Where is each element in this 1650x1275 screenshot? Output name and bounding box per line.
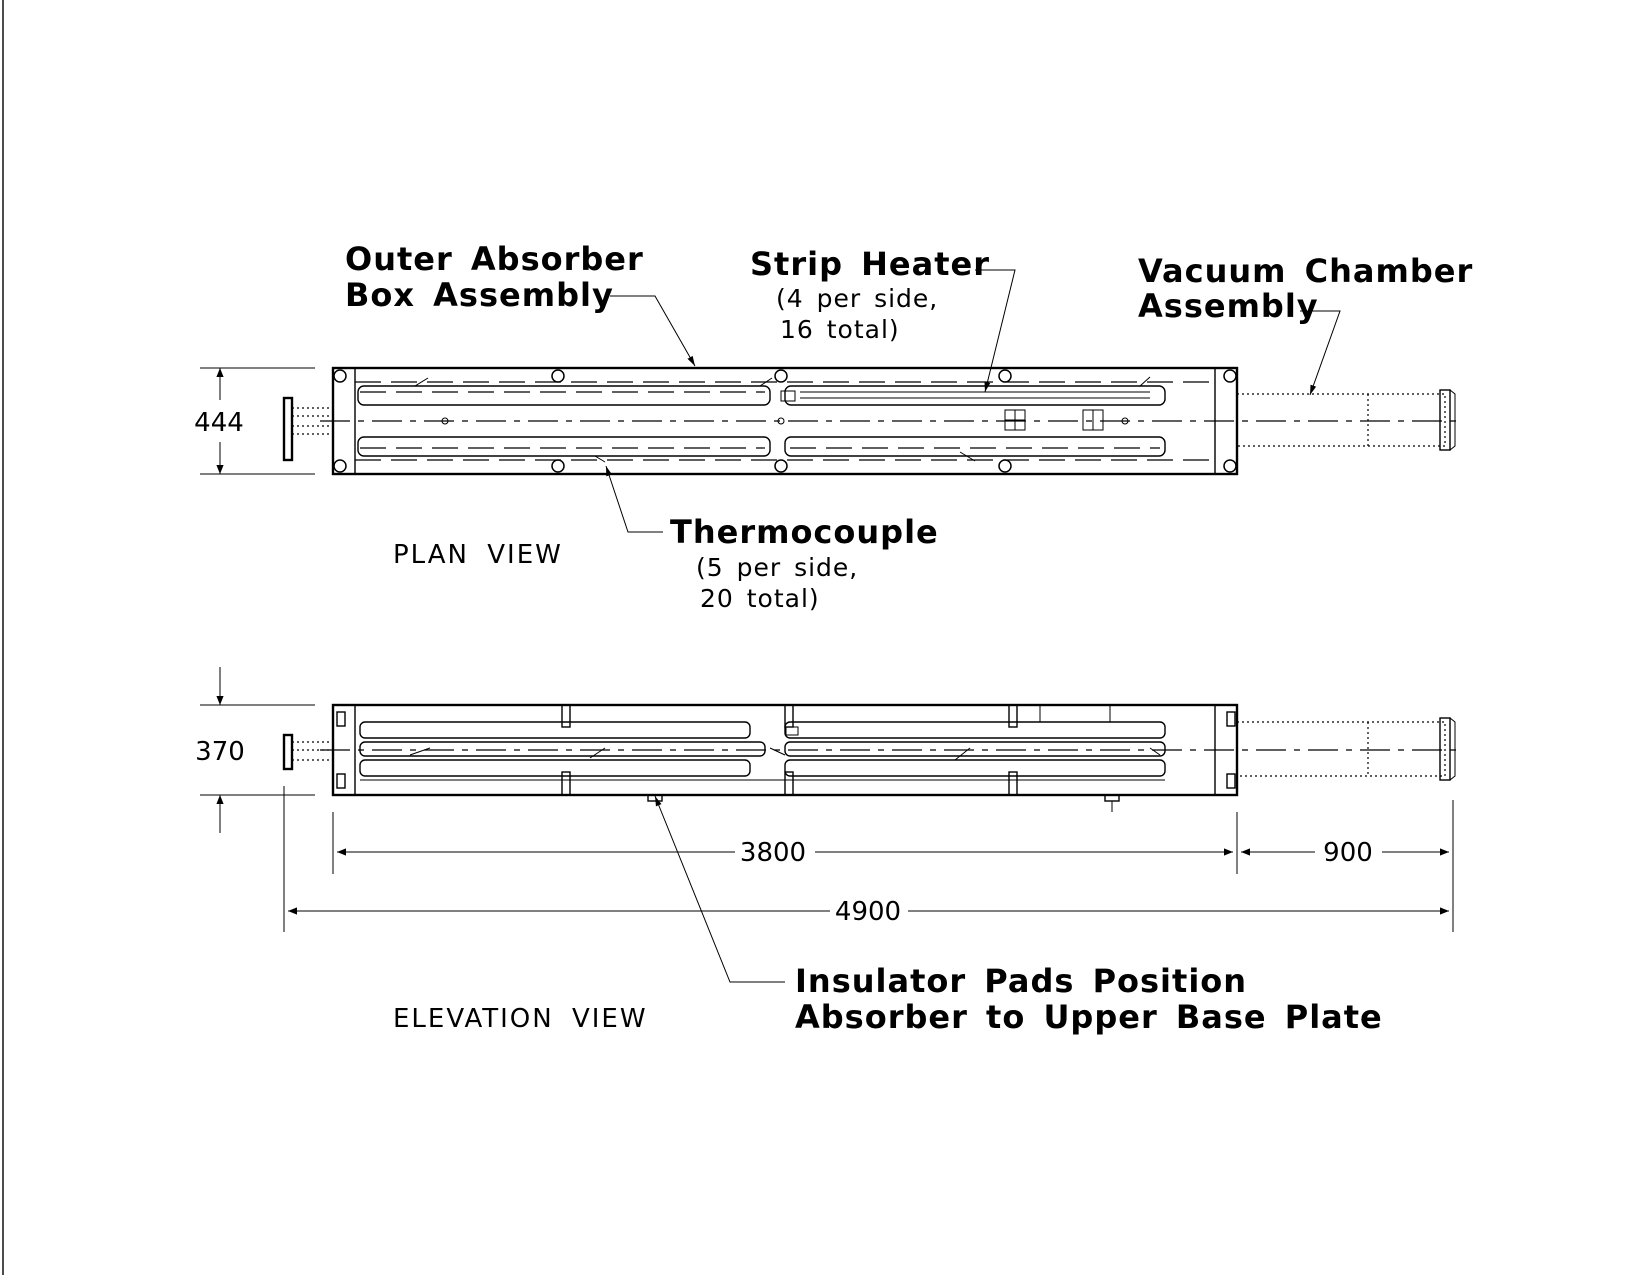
leader-vacuum-chamber <box>1300 310 1341 396</box>
leader-thermocouple <box>605 465 663 533</box>
plan-vacuum-chamber <box>1236 389 1456 451</box>
label-plan-view: PLAN VIEW <box>393 540 563 570</box>
label-vacuum-chamber-line1: Vacuum Chamber <box>1138 252 1473 290</box>
dimension-370: 370 <box>195 667 315 833</box>
elevation-studs <box>336 704 1236 796</box>
leader-insulator-pads <box>654 795 785 983</box>
dim-370-label: 370 <box>195 737 245 767</box>
dim-444-label: 444 <box>194 408 244 438</box>
label-thermocouple: Thermocouple <box>670 513 939 551</box>
dim-900-label: 900 <box>1323 838 1373 868</box>
label-outer-absorber-line2: Box Assembly <box>345 276 614 314</box>
label-thermocouple-note1: (5 per side, <box>696 553 858 582</box>
dimension-3800-900: 3800 900 <box>332 800 1454 932</box>
label-strip-heater: Strip Heater <box>750 245 990 283</box>
leader-outer-absorber <box>610 295 696 367</box>
label-thermocouple-note2: 20 total) <box>700 584 820 613</box>
label-insulator-pads-line1: Insulator Pads Position <box>795 962 1247 1000</box>
plan-view <box>282 366 1460 476</box>
elevation-view <box>282 703 1460 812</box>
label-strip-heater-note2: 16 total) <box>780 315 900 344</box>
label-insulator-pads-line2: Absorber to Upper Base Plate <box>795 998 1383 1036</box>
dim-4900-label: 4900 <box>835 897 901 927</box>
plan-bolts <box>333 369 1237 473</box>
label-outer-absorber-line1: Outer Absorber <box>345 240 644 278</box>
dim-3800-label: 3800 <box>740 838 806 868</box>
label-vacuum-chamber-line2: Assembly <box>1138 287 1319 325</box>
leader-strip-heater <box>975 269 1016 393</box>
label-elevation-view: ELEVATION VIEW <box>393 1004 648 1034</box>
elevation-vacuum-chamber <box>1236 717 1456 781</box>
dimension-444: 444 <box>194 367 315 475</box>
label-strip-heater-note1: (4 per side, <box>776 284 938 313</box>
dimension-4900: 4900 <box>283 786 1449 932</box>
